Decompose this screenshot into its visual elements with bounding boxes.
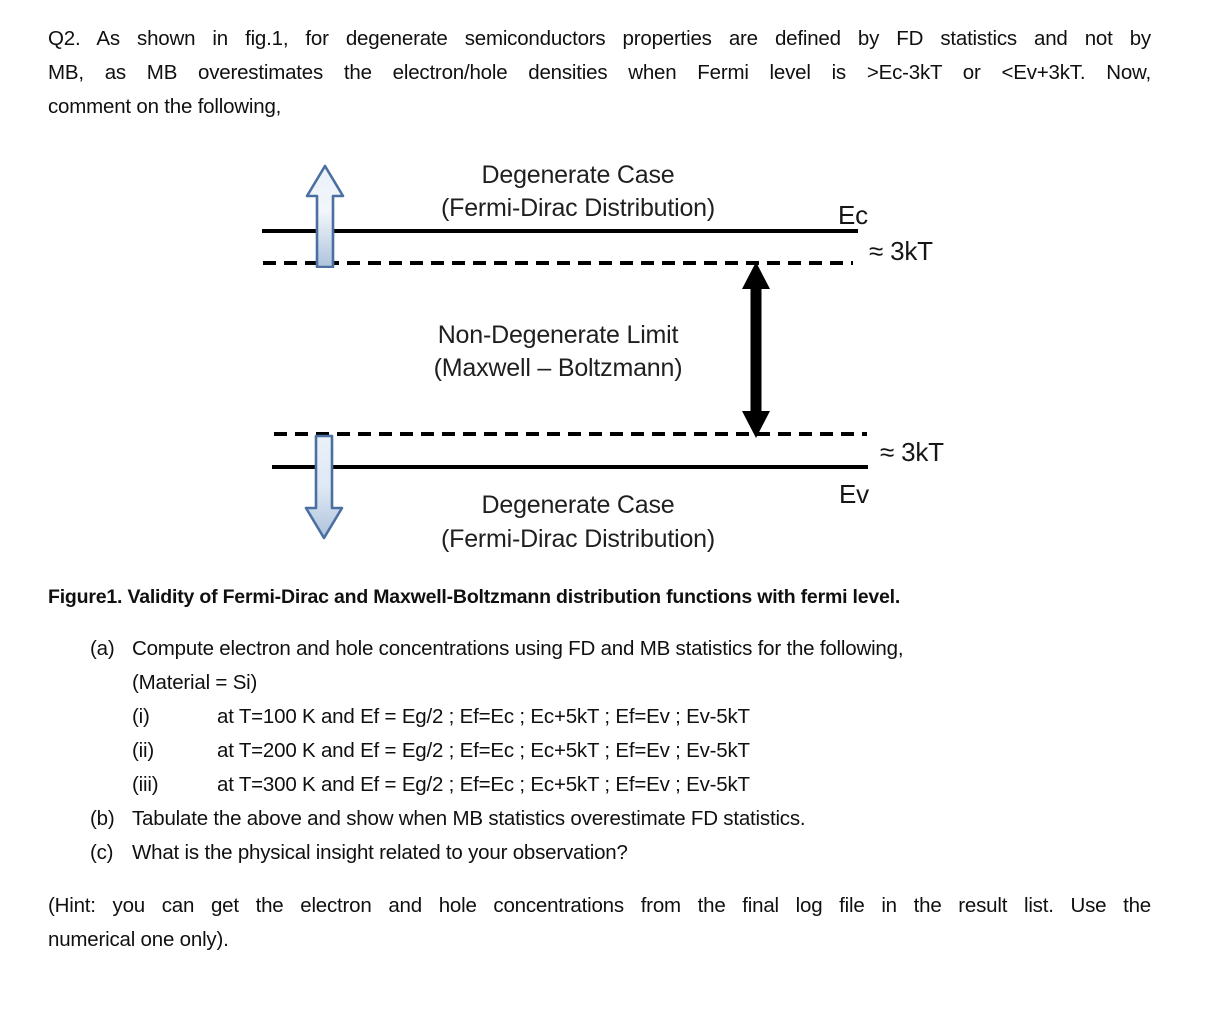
question-paragraph: Q2. As shown in fig.1, for degenerate se… bbox=[48, 22, 1151, 124]
item-i-row: (i) at T=100 K and Ef = Eg/2 ; Ef=Ec ; E… bbox=[0, 705, 1206, 739]
item-b-label: (b) bbox=[90, 807, 115, 830]
figure-mid-line-1: Non-Degenerate Limit bbox=[437, 321, 679, 349]
figure-mid-label: Non-Degenerate Limit (Maxwell – Boltzman… bbox=[388, 319, 728, 385]
item-b-row: (b) Tabulate the above and show when MB … bbox=[0, 807, 1206, 841]
figure-bottom-case-line-1: Degenerate Case bbox=[481, 491, 675, 519]
item-i-label: (i) bbox=[132, 705, 150, 728]
ev-band-line bbox=[272, 465, 868, 469]
item-ii-text: at T=200 K and Ef = Eg/2 ; Ef=Ec ; Ec+5k… bbox=[217, 739, 750, 762]
hint-line-2: numerical one only). bbox=[48, 928, 229, 951]
item-c-label: (c) bbox=[90, 841, 114, 864]
item-c-row: (c) What is the physical insight related… bbox=[0, 841, 1206, 875]
item-a-label: (a) bbox=[90, 637, 115, 660]
hint-paragraph: (Hint: you can get the electron and hole… bbox=[48, 889, 1151, 957]
item-c-text: What is the physical insight related to … bbox=[132, 841, 628, 864]
figure-top-case-line-1: Degenerate Case bbox=[481, 161, 675, 189]
figure-caption: Figure1. Validity of Fermi-Dirac and Max… bbox=[48, 586, 901, 608]
figure-bottom-case-line-2: (Fermi-Dirac Distribution) bbox=[441, 525, 715, 553]
figure-mid-line-2: (Maxwell – Boltzmann) bbox=[433, 354, 683, 382]
item-iii-row: (iii) at T=300 K and Ef = Eg/2 ; Ef=Ec ;… bbox=[0, 773, 1206, 807]
item-a-material: (Material = Si) bbox=[132, 671, 258, 694]
question-line-3: comment on the following, bbox=[48, 95, 282, 118]
item-a-text: Compute electron and hole concentrations… bbox=[132, 637, 904, 660]
ec-minus-3kt-dashed-line bbox=[263, 261, 853, 265]
ec-band-line bbox=[262, 229, 858, 233]
question-line-2: MB, as MB overestimates the electron/hol… bbox=[48, 61, 1151, 84]
block-arrow-up-icon bbox=[305, 164, 345, 268]
item-a-row: (a) Compute electron and hole concentrat… bbox=[0, 637, 1206, 671]
figure-bottom-case-label: Degenerate Case (Fermi-Dirac Distributio… bbox=[408, 488, 748, 556]
item-iii-text: at T=300 K and Ef = Eg/2 ; Ef=Ec ; Ec+5k… bbox=[217, 773, 750, 796]
ec-label: Ec bbox=[838, 200, 868, 230]
item-iii-label: (iii) bbox=[132, 773, 159, 796]
double-headed-arrow-icon bbox=[742, 262, 770, 438]
ev-label: Ev bbox=[839, 479, 869, 509]
figure-top-case-label: Degenerate Case (Fermi-Dirac Distributio… bbox=[408, 159, 748, 225]
gap-bottom-label: ≈ 3kT bbox=[880, 437, 944, 467]
item-b-text: Tabulate the above and show when MB stat… bbox=[132, 807, 806, 830]
ev-plus-3kt-dashed-line bbox=[274, 432, 867, 436]
item-a-material-row: (Material = Si) bbox=[0, 671, 1206, 705]
item-i-text: at T=100 K and Ef = Eg/2 ; Ef=Ec ; Ec+5k… bbox=[217, 705, 750, 728]
hint-line-1: (Hint: you can get the electron and hole… bbox=[48, 894, 1151, 917]
question-line-1: Q2. As shown in fig.1, for degenerate se… bbox=[48, 27, 1151, 50]
block-arrow-down-icon bbox=[304, 434, 344, 540]
item-ii-row: (ii) at T=200 K and Ef = Eg/2 ; Ef=Ec ; … bbox=[0, 739, 1206, 773]
item-ii-label: (ii) bbox=[132, 739, 154, 762]
gap-top-label: ≈ 3kT bbox=[869, 236, 933, 266]
figure-top-case-line-2: (Fermi-Dirac Distribution) bbox=[441, 194, 715, 222]
